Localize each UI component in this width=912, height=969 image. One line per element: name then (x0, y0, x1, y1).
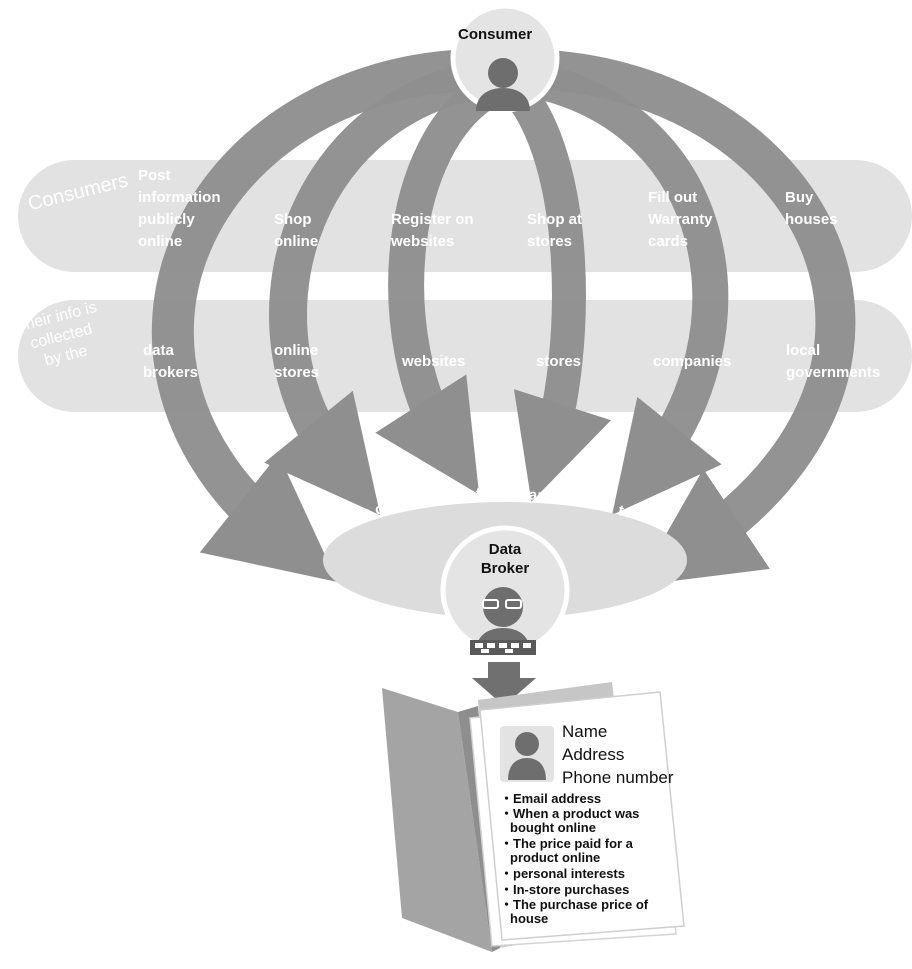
arc-warranty (530, 62, 729, 516)
row2-item-companies: companies (653, 353, 732, 370)
profile-field-name: Name (562, 722, 608, 741)
consumer-person-icon (476, 58, 530, 111)
arc-houses (546, 50, 856, 586)
bullet-instore: ・In-store purchases (500, 882, 630, 897)
profile-field-phone: Phone number (562, 768, 674, 787)
down-arrow (472, 662, 536, 706)
broker-node (440, 525, 570, 655)
consumer-label: Consumer (458, 26, 533, 43)
profile-sheet (469, 691, 685, 947)
arc-shop-online (264, 61, 484, 516)
row2-item-websites: websites (402, 353, 466, 370)
arc-shop-stores (501, 76, 612, 502)
arc-post-info (151, 49, 471, 583)
broker-person-icon (470, 587, 536, 655)
flow-arcs (151, 49, 856, 586)
consumer-node (450, 3, 560, 113)
bullet-email: ・Email address (500, 791, 602, 806)
arc-register (375, 72, 502, 495)
bullet-interests: ・personal interests (500, 866, 625, 881)
profile-field-address: Address (562, 745, 625, 764)
row2-item-stores: stores (536, 353, 582, 370)
profile-person-icon (508, 732, 546, 780)
